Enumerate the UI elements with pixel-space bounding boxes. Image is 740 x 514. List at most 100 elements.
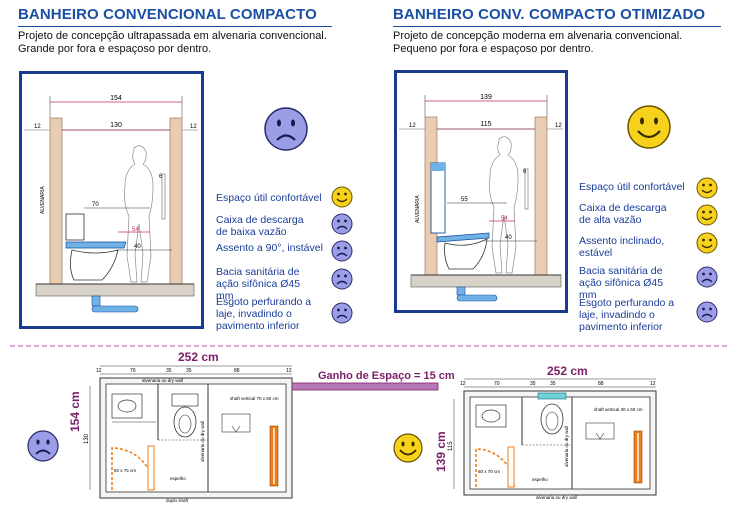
- left-dim-12b: 12: [190, 124, 197, 130]
- left-plan-dim-130: 130: [84, 433, 90, 444]
- right-dim-40: 40: [505, 235, 512, 241]
- right-plan-side-label: alvenaria ou dry wall: [564, 426, 569, 467]
- right-dim-12a: 12: [409, 123, 416, 129]
- left-feature-4-text: Bacia sanitária de ação sifônica Ø45 mm: [216, 266, 301, 302]
- right-feature-3-text: Assento inclinado, estável: [579, 235, 665, 259]
- left-plan-bottom-label: duplo shaft: [166, 498, 189, 503]
- right-plan-dim-12b: 12: [650, 381, 656, 387]
- right-feature-4: Bacia sanitária de ação sifônica Ø45 mm: [579, 265, 679, 301]
- right-plan-dim-88: 88: [598, 381, 604, 387]
- right-elevation-drawing: 139 115 12 12 ALVENARIA 6 55 54 40: [394, 70, 568, 313]
- left-dim-6: 6: [159, 174, 163, 180]
- left-toilet-bowl: [70, 249, 119, 281]
- right-woman-outline: [489, 136, 519, 274]
- right-dim-139: 139: [480, 94, 492, 101]
- left-dim-130: 130: [110, 122, 122, 129]
- right-title: BANHEIRO CONV. COMPACTO OTIMIZADO: [393, 6, 706, 23]
- right-floor-plan: 12 70 35 35 88 12 115 shaft vertical 30 …: [448, 378, 657, 500]
- right-dim-54: 54: [501, 216, 508, 222]
- right-feature-4-sad-icon: [696, 266, 718, 288]
- left-title-rule: [18, 26, 332, 27]
- section-divider: [10, 345, 730, 347]
- left-wall-right: [169, 117, 183, 287]
- right-wall-right: [534, 116, 548, 278]
- left-wall-label: ALVENARIA: [40, 186, 46, 214]
- left-floor-slab: [35, 283, 195, 297]
- left-feature-3-text: Assento a 90°, instável: [216, 242, 323, 254]
- left-plan-shaft-label: shaft vertical 70 x 60 cm: [230, 396, 279, 401]
- right-title-rule: [393, 26, 721, 27]
- right-dim-55: 55: [461, 197, 468, 203]
- left-feature-5: Esgoto perfurando a laje, invadindo o pa…: [216, 296, 316, 332]
- left-subtitle: Projeto de concepção ultrapassada em alv…: [18, 30, 327, 56]
- right-subtitle: Projeto de concepção moderna em alvenari…: [393, 30, 682, 56]
- right-feature-5-text: Esgoto perfurando a laje, invadindo o pa…: [579, 297, 675, 333]
- left-plan-dim-35a: 35: [166, 368, 172, 374]
- right-plan-dim-12a: 12: [460, 381, 466, 387]
- right-feature-5: Esgoto perfurando a laje, invadindo o pa…: [579, 297, 679, 333]
- right-plan-dim-35a: 35: [530, 381, 536, 387]
- left-title: BANHEIRO CONVENCIONAL COMPACTO: [18, 6, 317, 23]
- right-sewer-pipe: [456, 294, 498, 302]
- left-feature-5-sad-icon: [331, 302, 353, 324]
- left-dim-54: 54: [132, 227, 139, 233]
- left-dim-70: 70: [92, 202, 99, 208]
- right-plan-sink: [481, 409, 501, 423]
- left-feature-2: Caixa de descarga de baixa vazão: [216, 214, 326, 238]
- right-feature-1-text: Espaço útil confortável: [579, 181, 685, 193]
- left-toilet-tank: [65, 213, 85, 241]
- right-feature-2-text: Caixa de descarga de alta vazão: [579, 202, 667, 226]
- left-plan-sad-face-icon: [26, 429, 60, 468]
- right-plan-dim-115: 115: [448, 441, 454, 451]
- left-feature-4: Bacia sanitária de ação sifônica Ø45 mm: [216, 266, 316, 302]
- left-plan-door-label: espelho: [170, 476, 186, 481]
- left-feature-2-text: Caixa de descarga de baixa vazão: [216, 214, 304, 238]
- space-gain-label: Ganho de Espaço = 15 cm: [318, 370, 455, 382]
- left-wall-left: [49, 117, 63, 287]
- left-sad-face-icon: [263, 106, 309, 157]
- right-feature-3-happy-icon: [696, 232, 718, 254]
- left-dim-40: 40: [134, 244, 141, 250]
- right-elevation-svg: 139 115 12 12 ALVENARIA 6 55 54 40: [399, 94, 563, 302]
- left-elevation-svg: 154 130 12 12 ALVENARIA 6 70 54 40: [24, 95, 198, 313]
- right-feature-1-happy-icon: [696, 177, 718, 199]
- left-plan-width-label: 252 cm: [178, 350, 219, 364]
- right-toilet-bowl: [444, 238, 488, 270]
- left-floor-plan: 12 70 35 35 88 12 130 alvenaria ou dry w…: [84, 365, 293, 503]
- right-feature-1: Espaço útil confortável: [579, 181, 691, 193]
- left-feature-1-happy-icon: [331, 186, 353, 208]
- left-woman-outline: [124, 145, 154, 283]
- right-plan-box-label: 60 x 70 cm: [478, 469, 500, 474]
- right-plan-happy-face-icon: [392, 432, 424, 469]
- left-plan-depth-label: 154 cm: [68, 391, 82, 432]
- left-sewer-pipe: [91, 305, 139, 313]
- left-dim-12a: 12: [34, 124, 41, 130]
- right-toilet-tank: [430, 162, 446, 234]
- right-plan-door-label: espelho: [532, 477, 548, 482]
- left-feature-5-text: Esgoto perfurando a laje, invadindo o pa…: [216, 296, 312, 332]
- right-feature-2-happy-icon: [696, 204, 718, 226]
- right-subtitle-line2: Pequeno por fora e espaçoso por dentro.: [393, 43, 594, 55]
- left-plan-dim-12a: 12: [96, 368, 102, 374]
- left-feature-1-text: Espaço útil confortável: [216, 192, 322, 204]
- left-plan-dim-12b: 12: [286, 368, 292, 374]
- left-feature-3: Assento a 90°, instável: [216, 242, 326, 254]
- right-feature-3: Assento inclinado, estável: [579, 235, 669, 259]
- left-plan-top-label: alvenaria ou dry wall: [142, 378, 183, 383]
- left-feature-3-sad-icon: [331, 240, 353, 262]
- right-plan-bottom-label: alvenaria ou dry wall: [536, 495, 577, 500]
- right-dim-12b: 12: [555, 123, 562, 129]
- right-feature-2: Caixa de descarga de alta vazão: [579, 202, 669, 226]
- right-wall-label: ALVENARIA: [415, 195, 421, 223]
- right-dim-115: 115: [480, 121, 491, 128]
- left-plan-sink: [117, 399, 137, 413]
- right-subtitle-line1: Projeto de concepção moderna em alvenari…: [393, 30, 683, 42]
- right-dim-6: 6: [523, 169, 527, 175]
- right-happy-face-icon: [626, 104, 672, 155]
- right-feature-4-text: Bacia sanitária de ação sifônica Ø45 mm: [579, 265, 664, 301]
- left-plan-dim-70: 70: [130, 368, 136, 374]
- left-subtitle-line2: Grande por fora e espaçoso por dentro.: [18, 43, 212, 55]
- right-plan-width-label: 252 cm: [547, 364, 588, 378]
- right-plan-shaft-label: shaft vertical 30 x 60 cm: [594, 407, 643, 412]
- right-plan-dim-70: 70: [494, 381, 500, 387]
